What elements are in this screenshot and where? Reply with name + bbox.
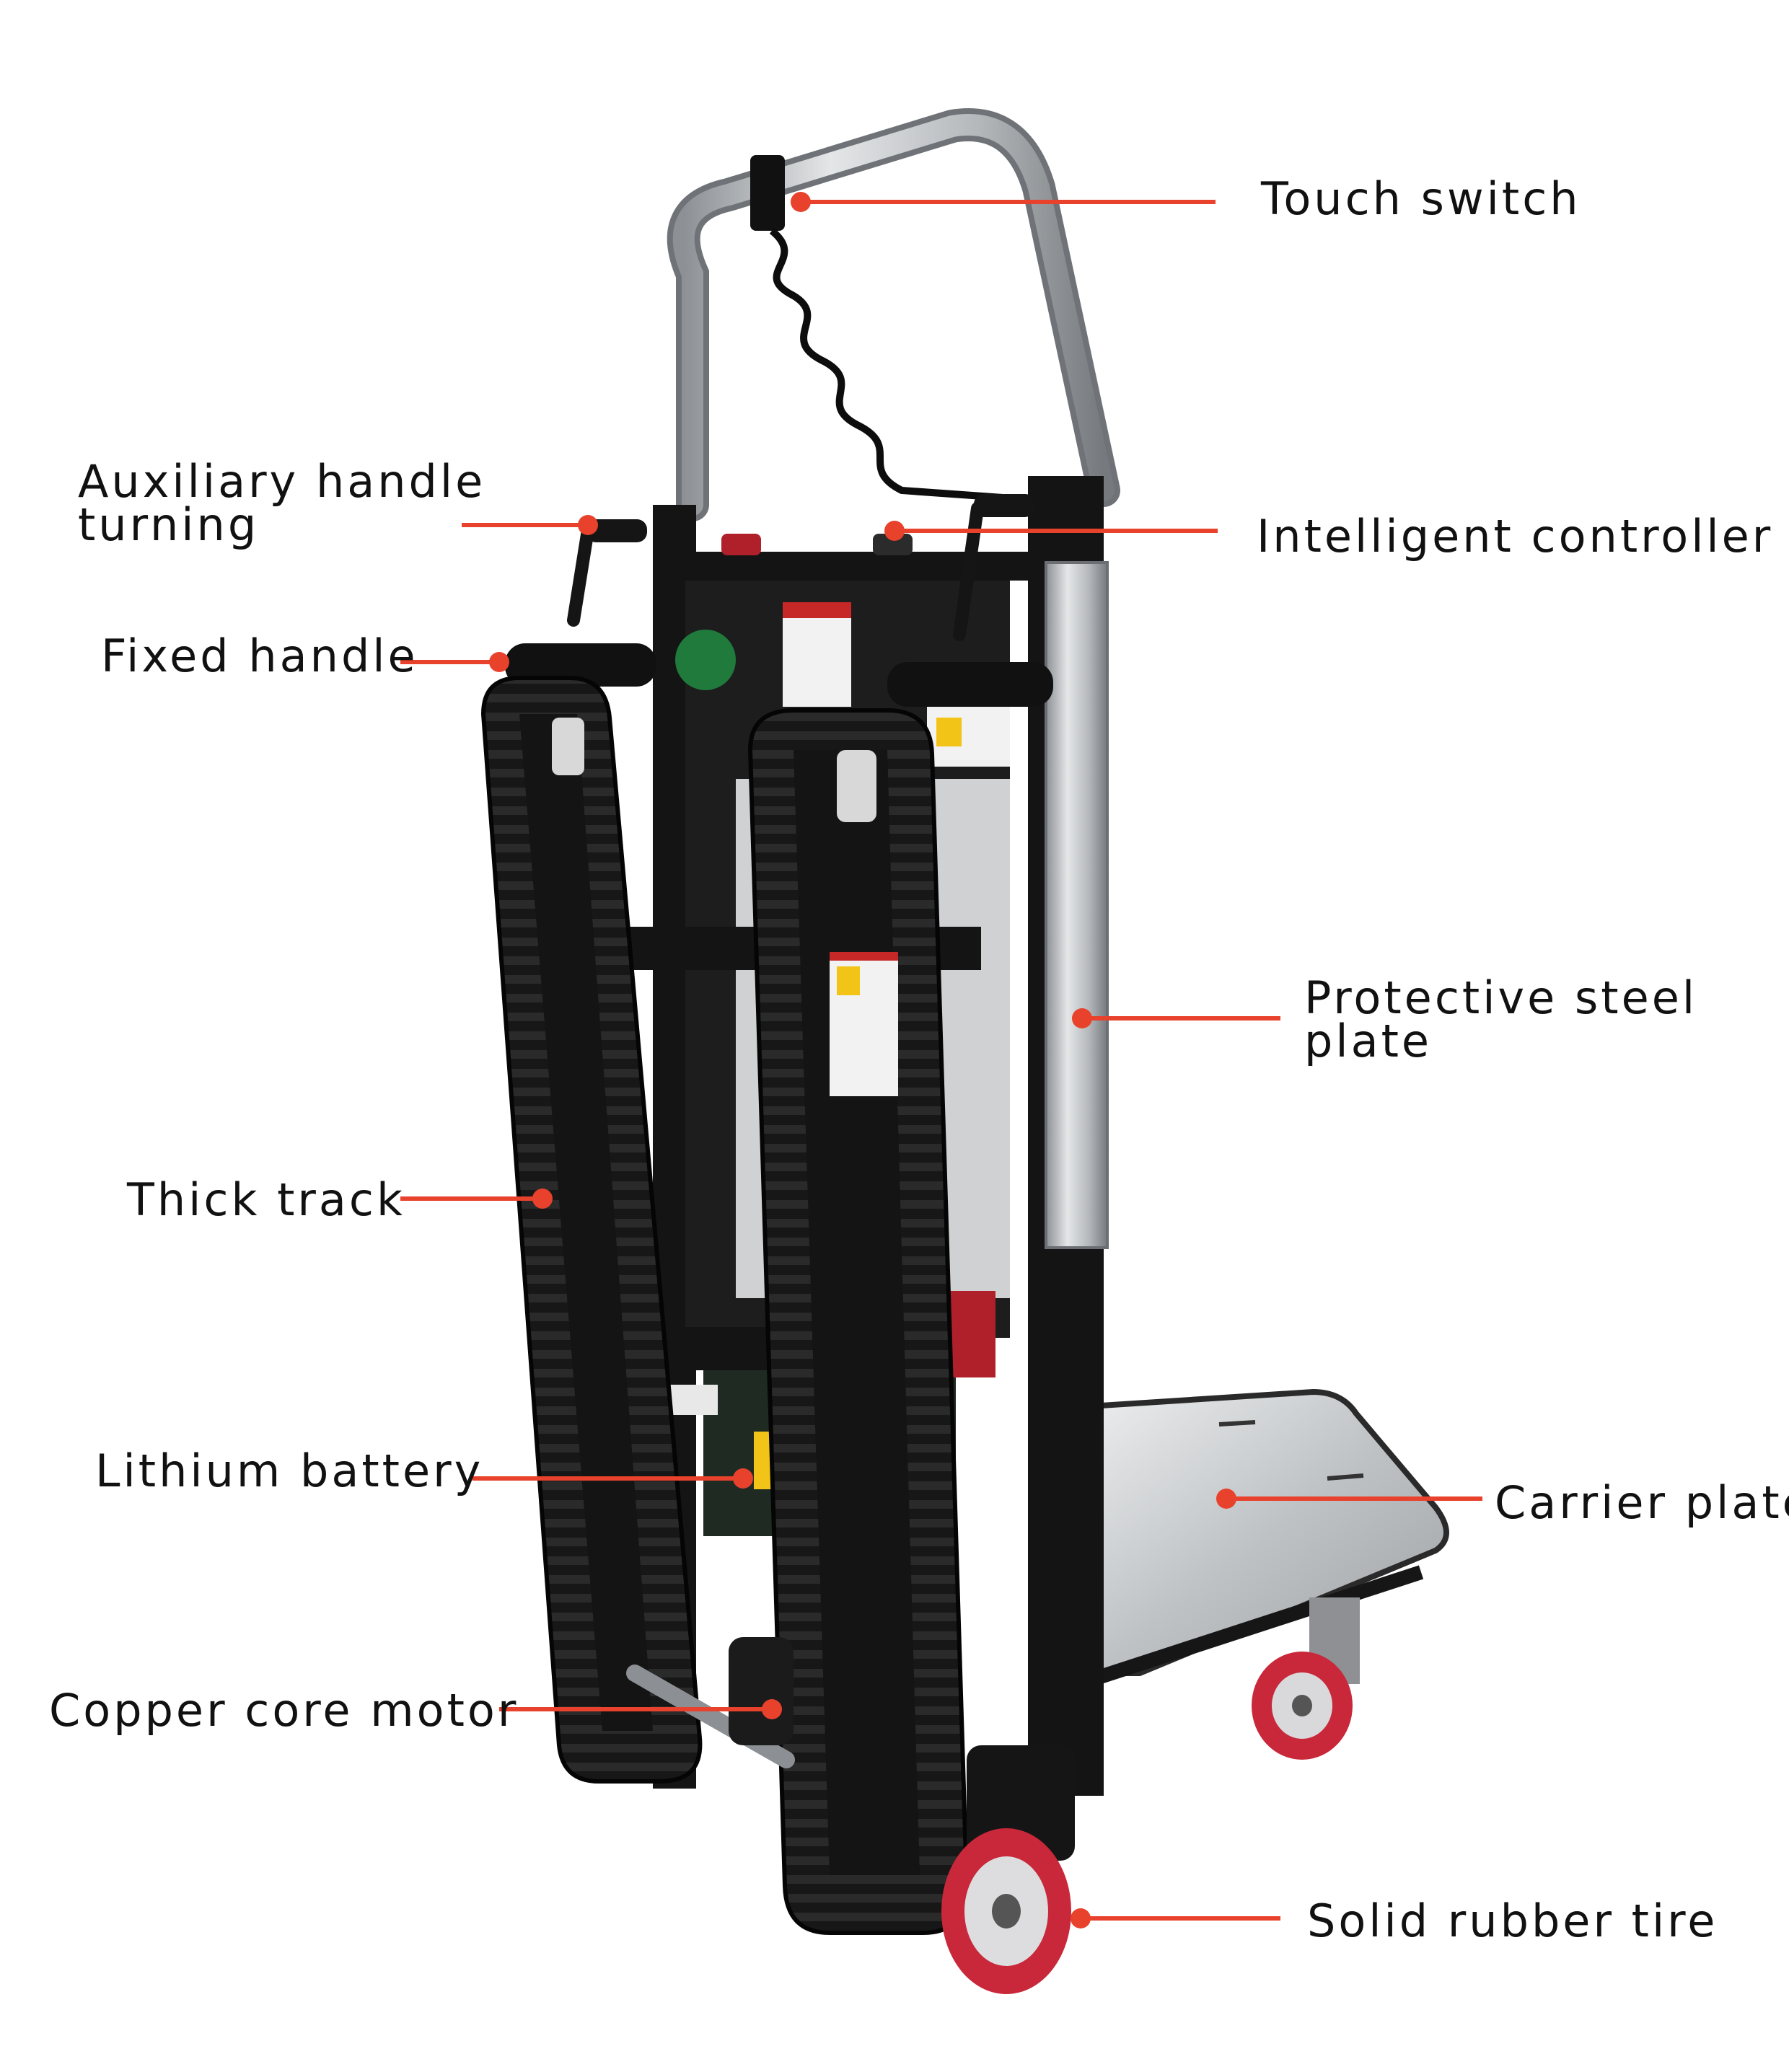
leader-lines <box>400 192 1482 1928</box>
leader-dot-touch-switch <box>791 192 811 212</box>
leader-dot-auxiliary-handle <box>578 515 598 535</box>
u-handle <box>667 108 1120 521</box>
front-wheel <box>941 1745 1075 1994</box>
leader-dot-lithium-battery <box>733 1468 753 1489</box>
leader-dot-intelligent-controller <box>884 521 905 541</box>
touch-switch-part <box>750 155 1003 501</box>
right-track <box>747 708 970 1935</box>
label-intelligent-controller: Intelligent controller <box>1257 510 1774 563</box>
fixed-handles <box>505 643 1053 707</box>
label-fixed-handle: Fixed handle <box>101 630 418 682</box>
label-thick-track: Thick track <box>127 1173 405 1226</box>
label-touch-switch: Touch switch <box>1261 172 1581 225</box>
leader-dot-carrier-plate <box>1216 1489 1236 1509</box>
label-solid-rubber-tire: Solid rubber tire <box>1307 1895 1718 1947</box>
rear-caster <box>1252 1597 1360 1760</box>
leader-dot-rubber-tire <box>1071 1908 1091 1928</box>
leader-dot-protective-plate <box>1072 1008 1092 1028</box>
leader-dot-thick-track <box>532 1189 553 1209</box>
leader-dot-copper-motor <box>762 1699 782 1719</box>
warning-stickers <box>675 602 1010 767</box>
label-carrier-plate: Carrier plate <box>1495 1476 1789 1529</box>
label-protective-steel-plate: Protective steel plate <box>1304 971 1698 1067</box>
label-lithium-battery: Lithium battery <box>95 1445 484 1497</box>
motor-axle <box>626 1637 795 1768</box>
label-auxiliary-handle-turning: Auxiliary handle turning <box>78 455 486 551</box>
leader-dot-fixed-handle <box>489 652 509 672</box>
label-copper-core-motor: Copper core motor <box>49 1684 519 1737</box>
carrier-plate-part <box>1086 1388 1449 1688</box>
